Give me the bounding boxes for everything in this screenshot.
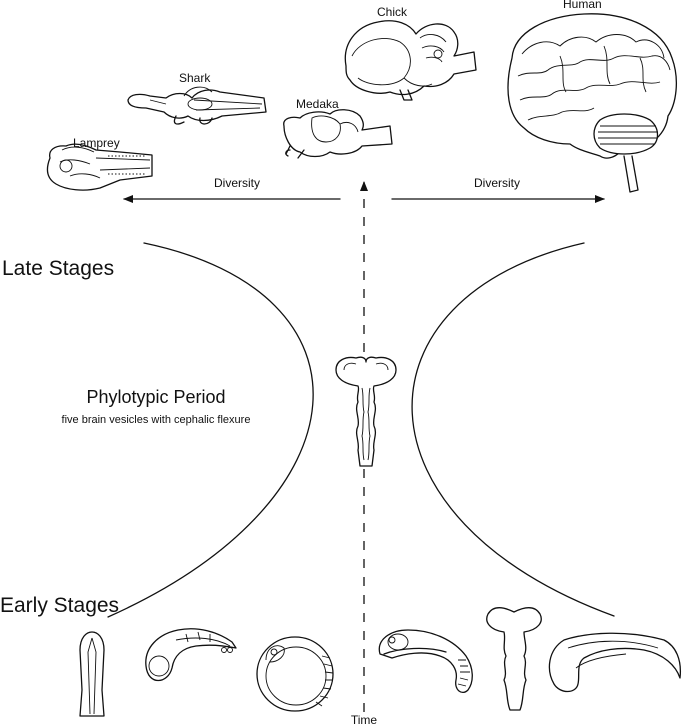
late-stages-label: Late Stages: [2, 257, 114, 280]
chick-brain: Chick: [344, 5, 477, 101]
human-label: Human: [563, 0, 602, 11]
shark-label: Shark: [179, 71, 211, 85]
early-embryo-2: [145, 628, 237, 682]
hourglass-left-curve: [107, 242, 314, 618]
early-embryo-3: [256, 636, 334, 712]
human-brain: Human: [507, 0, 678, 193]
diversity-left-label: Diversity: [214, 176, 260, 190]
medaka-brain: Medaka: [283, 97, 393, 159]
phylotypic-subtitle: five brain vesicles with cephalic flexur…: [62, 414, 251, 426]
time-label: Time: [351, 713, 378, 727]
chick-label: Chick: [377, 5, 408, 19]
phylotypic-title: Phylotypic Period: [86, 387, 225, 407]
early-embryo-1: [79, 631, 105, 717]
early-embryo-6: [548, 632, 682, 693]
phylotypic-embryo: [335, 356, 397, 467]
early-embryo-4: [378, 629, 473, 694]
early-stages-label: Early Stages: [0, 594, 119, 617]
hourglass-right-curve: [411, 242, 615, 617]
early-embryo-5: [486, 607, 542, 711]
lamprey-label: Lamprey: [73, 136, 120, 150]
medaka-label: Medaka: [296, 97, 339, 111]
diversity-right-label: Diversity: [474, 176, 520, 190]
lamprey-brain: Lamprey: [46, 136, 153, 191]
shark-brain: Shark: [127, 71, 267, 125]
